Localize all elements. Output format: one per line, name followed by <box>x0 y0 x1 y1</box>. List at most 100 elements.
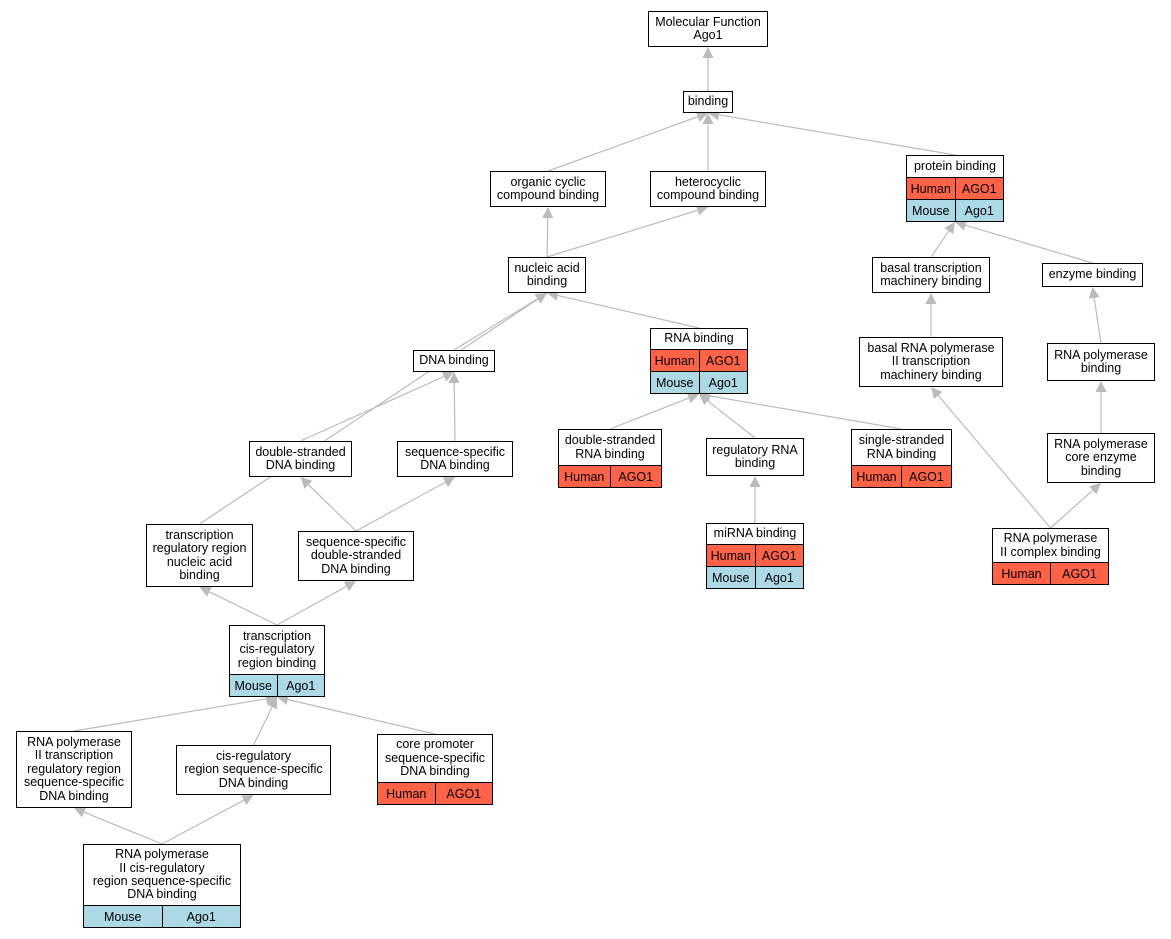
node-binding[interactable]: binding <box>683 91 733 113</box>
edge-nucleic-to-organic <box>542 207 554 258</box>
edge-protein-to-binding <box>708 109 956 156</box>
node-label: protein binding <box>913 158 996 173</box>
node-rna-polymerase-binding[interactable]: RNA polymerase binding <box>1047 343 1155 381</box>
node-label: regulatory RNA binding <box>712 442 798 470</box>
annotation-row-mouse: Mouse Ago1 <box>84 905 240 927</box>
species-cell: Mouse <box>711 570 750 585</box>
node-label: basal transcription machinery binding <box>880 260 982 288</box>
node-label: nucleic acid binding <box>514 260 580 288</box>
node-label: core promoter sequence-specific DNA bind… <box>384 737 486 779</box>
node-organic-cyclic-compound-binding[interactable]: organic cyclic compound binding <box>490 171 606 207</box>
edge-dna-to-nucleic <box>453 293 547 351</box>
node-heterocyclic-compound-binding[interactable]: heterocyclic compound binding <box>650 171 766 207</box>
node-label: enzyme binding <box>1048 267 1137 282</box>
edge-binding-to-mf <box>702 47 714 91</box>
edge-tcis-to-ssdsdna <box>276 581 356 626</box>
edge-rnap2cis-to-rnap2tr <box>74 807 163 845</box>
node-label: sequence-specific DNA binding <box>404 444 506 472</box>
node-label: RNA binding <box>664 331 734 346</box>
edge-regrna-to-rna <box>699 394 756 439</box>
node-enzyme-binding[interactable]: enzyme binding <box>1042 263 1143 287</box>
node-label: double-stranded DNA binding <box>255 444 346 472</box>
gene-cell: Ago1 <box>161 906 241 927</box>
node-label: RNA polymerase II transcription regulato… <box>23 734 125 803</box>
node-rna-polymerase-ii-transcription-regulatory-region-sequence-specific-dna-binding[interactable]: RNA polymerase II transcription regulato… <box>16 731 132 808</box>
gene-cell: Ago1 <box>754 567 804 588</box>
node-rna-polymerase-ii-cis-regulatory-region-sequence-specific-dna-binding[interactable]: RNA polymerase II cis-regulatory region … <box>83 844 241 928</box>
edge-rnapce-to-rnapb <box>1095 381 1107 433</box>
node-label: transcription cis-regulatory region bind… <box>237 628 317 670</box>
node-double-stranded-dna-binding[interactable]: double-stranded DNA binding <box>249 441 352 477</box>
node-transcription-cis-regulatory-region-binding[interactable]: transcription cis-regulatory region bind… <box>229 625 325 697</box>
node-dna-binding[interactable]: DNA binding <box>413 350 495 372</box>
gene-cell: AGO1 <box>954 178 1004 199</box>
edge-cisreg-to-tcis <box>252 697 278 746</box>
edge-rnapb-to-enzyme <box>1088 287 1102 344</box>
node-label: transcription regulatory region nucleic … <box>152 527 247 582</box>
edge-trrna-to-nucleic <box>199 293 547 525</box>
node-nucleic-acid-binding[interactable]: nucleic acid binding <box>508 257 586 293</box>
edge-organic-to-binding <box>547 111 708 172</box>
edge-enzyme-to-protein <box>955 219 1093 264</box>
gene-cell: Ago1 <box>698 372 748 393</box>
node-label: single-stranded RNA binding <box>858 433 945 461</box>
edge-basaltm-to-protein <box>930 222 955 258</box>
edge-rnap2c-to-rnapce <box>1050 483 1101 529</box>
edge-corepro-to-tcis <box>277 694 436 735</box>
gene-cell: AGO1 <box>698 350 748 371</box>
annotation-row-mouse: Mouse Ago1 <box>651 371 747 393</box>
node-cis-regulatory-region-sequence-specific-dna-binding[interactable]: cis-regulatory region sequence-specific … <box>176 745 331 795</box>
gene-cell: AGO1 <box>1050 563 1108 584</box>
edge-rna-to-nucleic <box>547 290 700 329</box>
node-label: basal RNA polymerase II transcription ma… <box>867 340 995 382</box>
edge-mirna-to-regrna <box>749 476 761 523</box>
species-cell: Human <box>910 181 951 196</box>
gene-cell: AGO1 <box>754 545 804 566</box>
edge-nucleic-to-heterocyclic <box>546 205 708 258</box>
node-label: heterocyclic compound binding <box>656 174 760 202</box>
node-label: miRNA binding <box>713 526 797 541</box>
node-basal-transcription-machinery-binding[interactable]: basal transcription machinery binding <box>872 257 990 293</box>
node-label: RNA polymerase binding <box>1054 347 1148 375</box>
node-sequence-specific-dna-binding[interactable]: sequence-specific DNA binding <box>397 441 513 477</box>
species-cell: Mouse <box>103 909 142 924</box>
node-label: RNA polymerase core enzyme binding <box>1054 436 1148 478</box>
node-core-promoter-sequence-specific-dna-binding[interactable]: core promoter sequence-specific DNA bind… <box>377 734 493 805</box>
gene-cell: Ago1 <box>954 200 1004 221</box>
edge-dsrna-to-rna <box>609 392 699 430</box>
node-transcription-regulatory-region-nucleic-acid-binding[interactable]: transcription regulatory region nucleic … <box>146 524 253 587</box>
node-rna-polymerase-core-enzyme-binding[interactable]: RNA polymerase core enzyme binding <box>1047 433 1155 483</box>
node-label: DNA binding <box>419 353 489 368</box>
edge-rnap2cis-to-cisreg <box>161 795 254 845</box>
edge-tcis-to-trrna <box>199 586 278 626</box>
species-cell: Mouse <box>655 375 694 390</box>
annotation-row-mouse: Mouse Ago1 <box>707 566 803 588</box>
annotation-row-human: Human AGO1 <box>852 465 951 487</box>
node-sequence-specific-double-stranded-dna-binding[interactable]: sequence-specific double-stranded DNA bi… <box>298 531 414 581</box>
node-basal-rna-polymerase-ii-transcription-machinery-binding[interactable]: basal RNA polymerase II transcription ma… <box>859 337 1003 387</box>
gene-cell: AGO1 <box>901 466 951 487</box>
gene-cell: Ago1 <box>276 675 325 696</box>
node-label: organic cyclic compound binding <box>496 174 600 202</box>
edge-rnap2c-to-basalrnap <box>931 387 1051 529</box>
edge-ssdsdna-to-ssdna <box>355 477 455 532</box>
gene-cell: AGO1 <box>609 466 662 487</box>
species-cell: Human <box>856 469 897 484</box>
node-label: RNA polymerase II cis-regulatory region … <box>92 847 232 902</box>
edge-heterocyclic-to-binding <box>702 113 714 171</box>
node-molecular-function[interactable]: Molecular Function Ago1 <box>648 11 768 47</box>
species-cell: Human <box>564 469 605 484</box>
edge-rnap2tr-to-tcis <box>73 693 277 732</box>
node-label: double-stranded RNA binding <box>564 433 656 461</box>
node-regulatory-rna-binding[interactable]: regulatory RNA binding <box>706 438 804 476</box>
